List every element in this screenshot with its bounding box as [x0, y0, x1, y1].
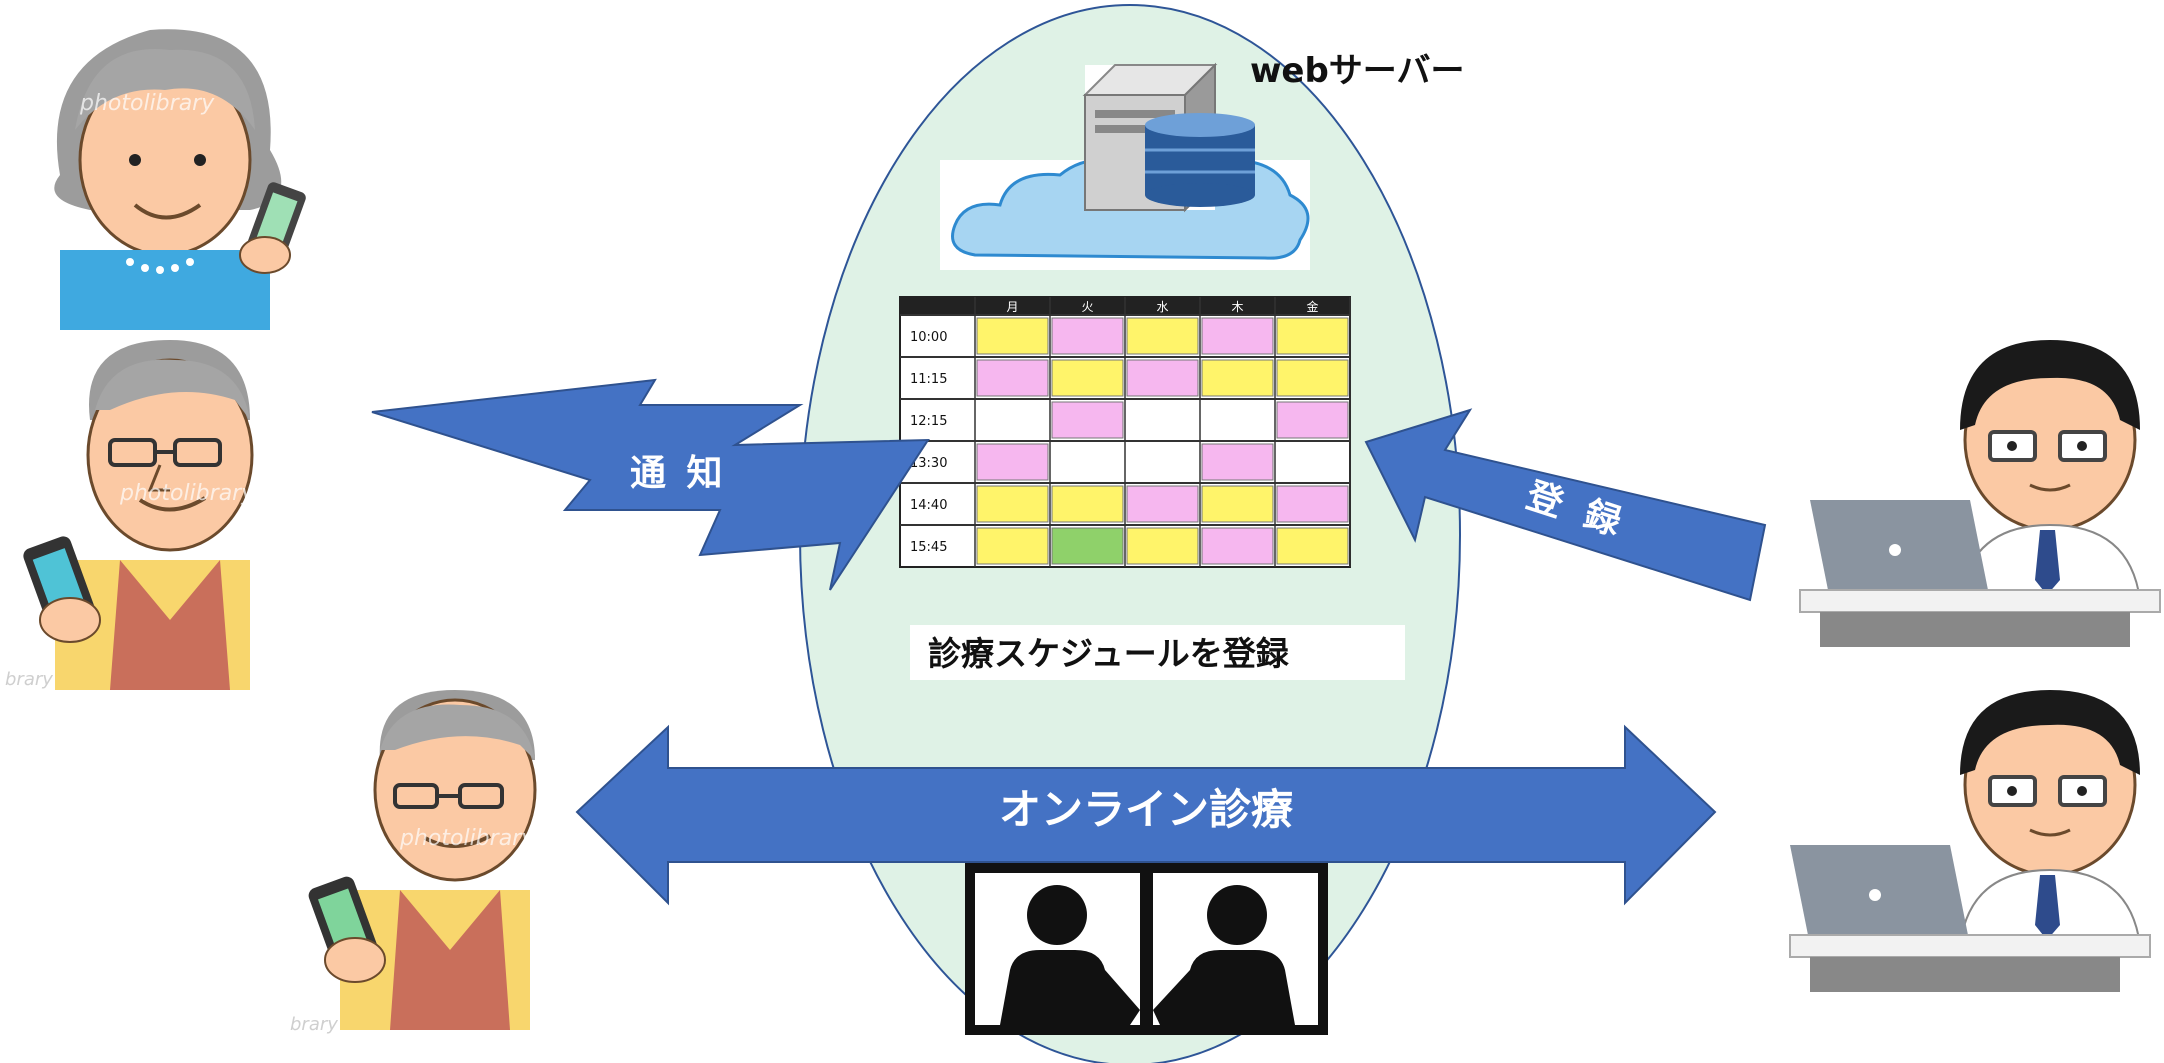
elderly-man-with-phone-2: photolibrary brary	[290, 690, 537, 1035]
schedule-day-header: 金	[1306, 299, 1318, 314]
schedule-slot	[1051, 401, 1124, 439]
doctor-at-laptop-2	[1789, 690, 2151, 992]
schedule-slot	[1201, 485, 1274, 523]
schedule-time-label: 14:40	[910, 498, 947, 513]
schedule-time-label: 10:00	[910, 330, 947, 345]
schedule-slot	[976, 527, 1049, 565]
schedule-time-label: 12:15	[910, 414, 947, 429]
watermark-photolibrary-1: photolibrary	[79, 91, 215, 116]
schedule-time-label: 11:15	[910, 372, 947, 387]
schedule-slot	[976, 317, 1049, 355]
schedule-slot	[1126, 359, 1199, 397]
schedule-day-header: 木	[1231, 300, 1243, 314]
watermark-brary-1: brary	[5, 669, 53, 690]
schedule-slot	[1051, 359, 1124, 397]
watermark-photolibrary-2: photolibrary	[119, 481, 255, 506]
schedule-slot	[1126, 485, 1199, 523]
online-consultation-arrow	[575, 724, 1717, 906]
watermark-photolibrary-3: photolibrary	[399, 826, 535, 851]
schedule-slot	[1201, 317, 1274, 355]
watermark-brary-2: brary	[290, 1014, 338, 1035]
server-label: webサーバー	[1250, 51, 1464, 91]
schedule-slot	[976, 443, 1049, 481]
schedule-slot	[1276, 485, 1349, 523]
schedule-register-label: 診療スケジュールを登録	[928, 634, 1290, 673]
schedule-time-label: 13:30	[910, 456, 947, 471]
schedule-slot	[1051, 317, 1124, 355]
schedule-table: 月 火 水 木 金 10:00 11:15 12:15 13:30 14:40 15:45	[899, 296, 1351, 568]
elderly-man-with-phone-1: photolibrary brary	[5, 340, 255, 690]
schedule-slot	[1201, 359, 1274, 397]
schedule-slot	[976, 359, 1049, 397]
doctor-at-laptop-1	[1799, 340, 2161, 647]
server-database-icon	[1082, 62, 1255, 213]
schedule-slot	[1276, 317, 1349, 355]
online-consultation-label: オンライン診療	[999, 785, 1293, 834]
register-arrow	[1364, 408, 1767, 602]
schedule-slot	[1051, 485, 1124, 523]
schedule-slot	[1201, 527, 1274, 565]
video-call-icon	[965, 862, 1328, 1035]
notify-arrow	[371, 378, 930, 591]
schedule-day-header: 水	[1156, 300, 1168, 314]
schedule-slot	[1276, 527, 1349, 565]
schedule-slot	[1126, 317, 1199, 355]
schedule-slot	[976, 485, 1049, 523]
schedule-day-header: 月	[1006, 300, 1018, 314]
elderly-woman-with-phone: photolibrary	[54, 29, 306, 330]
notify-label: 通 知	[630, 453, 727, 494]
schedule-slot	[1201, 443, 1274, 481]
schedule-slot	[1276, 401, 1349, 439]
schedule-day-header: 火	[1081, 300, 1093, 314]
schedule-slot	[1051, 527, 1124, 565]
schedule-time-label: 15:45	[910, 540, 947, 555]
schedule-slot	[1276, 359, 1349, 397]
schedule-label-box	[910, 625, 1405, 680]
schedule-slot	[1126, 527, 1199, 565]
